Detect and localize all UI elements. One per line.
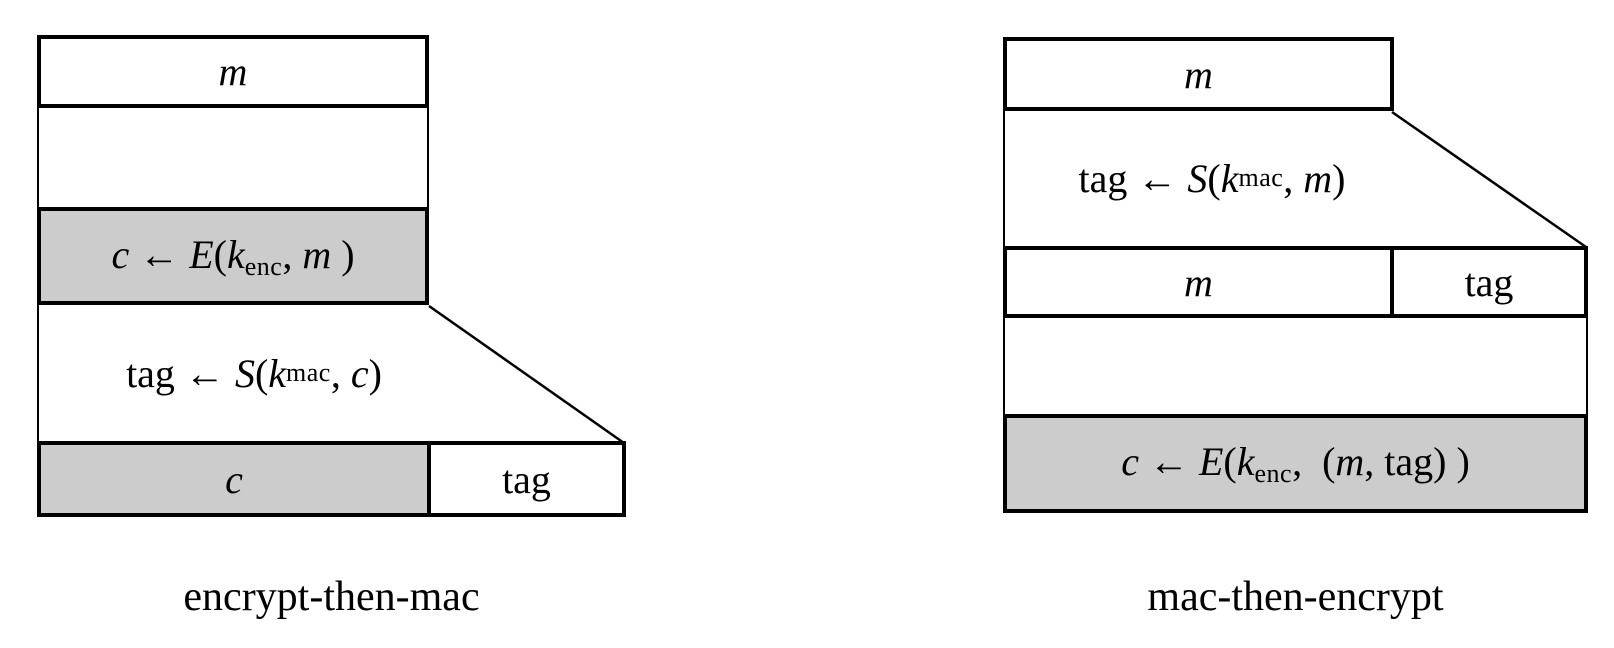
right-concat-row: m tag — [1003, 246, 1588, 318]
right-gap-region — [1003, 318, 1588, 414]
right-message-box: m — [1003, 37, 1394, 111]
left-message-box: m — [37, 35, 429, 108]
left-encrypt-box: c ← E(kenc, m ) — [37, 207, 429, 305]
left-encrypt-expression: c ← E(kenc, m ) — [111, 231, 355, 281]
right-concat-tag-cell: tag — [1394, 250, 1584, 314]
left-output-cipher-label: c — [225, 456, 243, 502]
right-diagonal-line — [1391, 110, 1587, 249]
right-concat-tag-label: tag — [1464, 259, 1514, 305]
left-gap-region — [37, 108, 429, 207]
left-output-row: c tag — [37, 441, 626, 517]
right-concat-message-cell: m — [1007, 250, 1394, 314]
right-message-label: m — [1184, 51, 1213, 97]
left-output-tag-cell: tag — [431, 445, 622, 513]
right-encrypt-box: c ← E(kenc, (m, tag) ) — [1003, 414, 1588, 513]
left-mac-step-region — [37, 305, 429, 441]
right-caption: mac-then-encrypt — [1147, 574, 1444, 620]
left-caption: encrypt-then-mac — [183, 574, 480, 620]
left-output-cipher-cell: c — [41, 445, 431, 513]
right-concat-message-label: m — [1184, 259, 1213, 305]
right-encrypt-expression: c ← E(kenc, (m, tag) ) — [1121, 439, 1470, 488]
left-output-tag-label: tag — [502, 456, 551, 502]
left-message-label: m — [218, 49, 248, 94]
right-mac-step-region — [1003, 111, 1393, 246]
